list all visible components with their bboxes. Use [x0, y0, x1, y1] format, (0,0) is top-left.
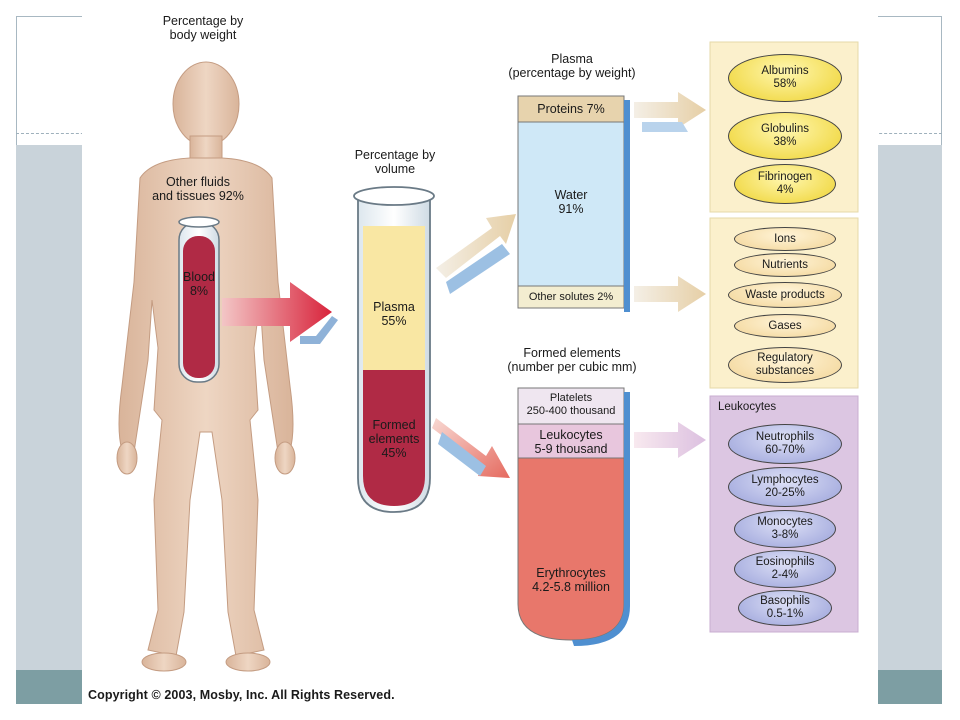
blood-label: Blood 8% — [176, 270, 222, 298]
red-arrow — [222, 282, 332, 342]
other-fluids-line1: Other fluids — [166, 175, 230, 189]
solute-chip-text: Nutrients — [761, 258, 809, 271]
body-weight-heading: Percentage by body weight — [144, 14, 262, 42]
other-fluids-label: Other fluids and tissues 92% — [134, 175, 262, 203]
arrow-to-plasma-shadow — [446, 244, 510, 294]
water-label: Water 91% — [518, 188, 624, 216]
protein-chip-name: Globulins — [761, 123, 809, 135]
leukocyte-panel-title: Leukocytes — [718, 400, 798, 414]
volume-heading-line2: volume — [374, 162, 416, 176]
protein-chip-fibrinogen: Fibrinogen 4% — [734, 164, 836, 204]
water-line2: 91% — [558, 202, 584, 216]
leukocyte-chip-name: Monocytes — [757, 516, 813, 528]
body-blood-tube — [178, 216, 220, 383]
volume-heading-line1: Percentage by — [354, 148, 436, 162]
erythrocytes-line1: Erythrocytes — [536, 566, 606, 580]
other-fluids-line2: and tissues 92% — [152, 189, 244, 203]
leukocyte-chip-neutrophils: Neutrophils 60-70% — [728, 424, 842, 464]
formed-heading-line1: Formed elements — [523, 346, 621, 360]
solute-chip-ions: Ions — [734, 227, 836, 251]
platelets-line1: Platelets — [549, 392, 593, 404]
leukocyte-chip-name: Lymphocytes — [751, 474, 819, 486]
arrow-to-formed — [432, 418, 510, 478]
formed-heading: Formed elements (number per cubic mm) — [492, 346, 652, 374]
solute-chip-text: Waste products — [745, 288, 825, 301]
protein-chip-name: Albumins — [761, 65, 809, 77]
protein-chip-value: 58% — [773, 78, 797, 90]
platelets-line2: 250-400 thousand — [526, 405, 616, 417]
leukocytes-band-line2: 5-9 thousand — [534, 442, 608, 456]
protein-chip-albumins: Albumins 58% — [728, 54, 842, 102]
leukocyte-chip-value: 20-25% — [765, 487, 805, 499]
leukocytes-band-label: Leukocytes 5-9 thousand — [518, 428, 624, 456]
solute-chip-text: Ions — [774, 232, 796, 245]
formed-column — [517, 387, 630, 646]
plasma-volume-label: Plasma 55% — [360, 300, 428, 328]
arrow-solutes — [634, 276, 706, 312]
leukocyte-chip-basophils: Basophils 0.5-1% — [738, 590, 832, 626]
formed-heading-line2: (number per cubic mm) — [507, 360, 637, 374]
blood-composition-figure: Percentage by body weight Other fluids a… — [82, 0, 878, 712]
plasma-volume-line2: 55% — [381, 314, 407, 328]
formed-volume-label: Formed elements 45% — [360, 418, 428, 460]
arrow-proteins — [634, 92, 706, 128]
blood-label-line1: Blood — [183, 270, 215, 284]
solute-chip-text: Gases — [768, 319, 802, 332]
leukocyte-chip-name: Neutrophils — [755, 431, 815, 443]
other-solutes-text: Other solutes 2% — [528, 291, 614, 303]
leukocyte-chip-value: 60-70% — [765, 444, 805, 456]
erythrocytes-line2: 4.2-5.8 million — [532, 580, 610, 594]
copyright-notice: Copyright © 2003, Mosby, Inc. All Rights… — [88, 688, 395, 702]
plasma-heading: Plasma (percentage by weight) — [502, 52, 642, 80]
protein-chip-value: 38% — [773, 136, 797, 148]
solute-chip-waste: Waste products — [728, 282, 842, 308]
leukocyte-panel-title-text: Leukocytes — [718, 401, 777, 413]
plasma-heading-line2: (percentage by weight) — [508, 66, 636, 80]
arrow-proteins-shadow — [642, 122, 688, 132]
formed-volume-line2: elements — [368, 432, 420, 446]
solute-chip-gases: Gases — [734, 314, 836, 338]
human-body-silhouette — [116, 61, 296, 672]
solute-chip-nutrients: Nutrients — [734, 253, 836, 277]
arrow-to-formed-shadow — [438, 432, 486, 476]
protein-chip-value: 4% — [776, 184, 794, 196]
solute-chip-text-line2: substances — [755, 365, 815, 377]
leukocyte-chip-value: 3-8% — [771, 529, 799, 541]
leukocyte-chip-name: Eosinophils — [755, 556, 815, 568]
volume-test-tube — [353, 186, 435, 513]
arrow-to-plasma — [436, 214, 516, 278]
blood-label-line2: 8% — [189, 284, 209, 298]
body-weight-heading-line2: body weight — [169, 28, 237, 42]
protein-chip-name: Fibrinogen — [757, 171, 813, 183]
red-arrow-shadow — [300, 316, 338, 344]
erythrocytes-label: Erythrocytes 4.2-5.8 million — [518, 566, 624, 594]
water-line1: Water — [554, 188, 588, 202]
proteins-band-label: Proteins 7% — [518, 102, 624, 116]
plasma-volume-line1: Plasma — [373, 300, 415, 314]
plasma-column — [517, 95, 630, 312]
leukocytes-band-line1: Leukocytes — [539, 428, 603, 442]
volume-heading: Percentage by volume — [340, 148, 450, 176]
proteins-band-text: Proteins 7% — [537, 102, 605, 116]
leukocyte-chip-name: Basophils — [760, 595, 810, 607]
leukocyte-chip-monocytes: Monocytes 3-8% — [734, 510, 836, 548]
leukocyte-chip-lymphocytes: Lymphocytes 20-25% — [728, 467, 842, 507]
body-weight-heading-line1: Percentage by — [162, 14, 244, 28]
plasma-heading-line1: Plasma — [551, 52, 593, 66]
solute-chip-text-line1: Regulatory — [757, 352, 813, 364]
leukocyte-chip-value: 0.5-1% — [766, 608, 804, 620]
arrow-leukocytes — [634, 422, 706, 458]
leukocyte-chip-eosinophils: Eosinophils 2-4% — [734, 550, 836, 588]
leukocyte-chip-value: 2-4% — [771, 569, 799, 581]
formed-volume-line1: Formed — [372, 418, 416, 432]
formed-volume-line3: 45% — [381, 446, 407, 460]
protein-chip-globulins: Globulins 38% — [728, 112, 842, 160]
solute-chip-regulatory: Regulatory substances — [728, 347, 842, 383]
other-solutes-label: Other solutes 2% — [518, 290, 624, 304]
platelets-label: Platelets 250-400 thousand — [518, 392, 624, 418]
